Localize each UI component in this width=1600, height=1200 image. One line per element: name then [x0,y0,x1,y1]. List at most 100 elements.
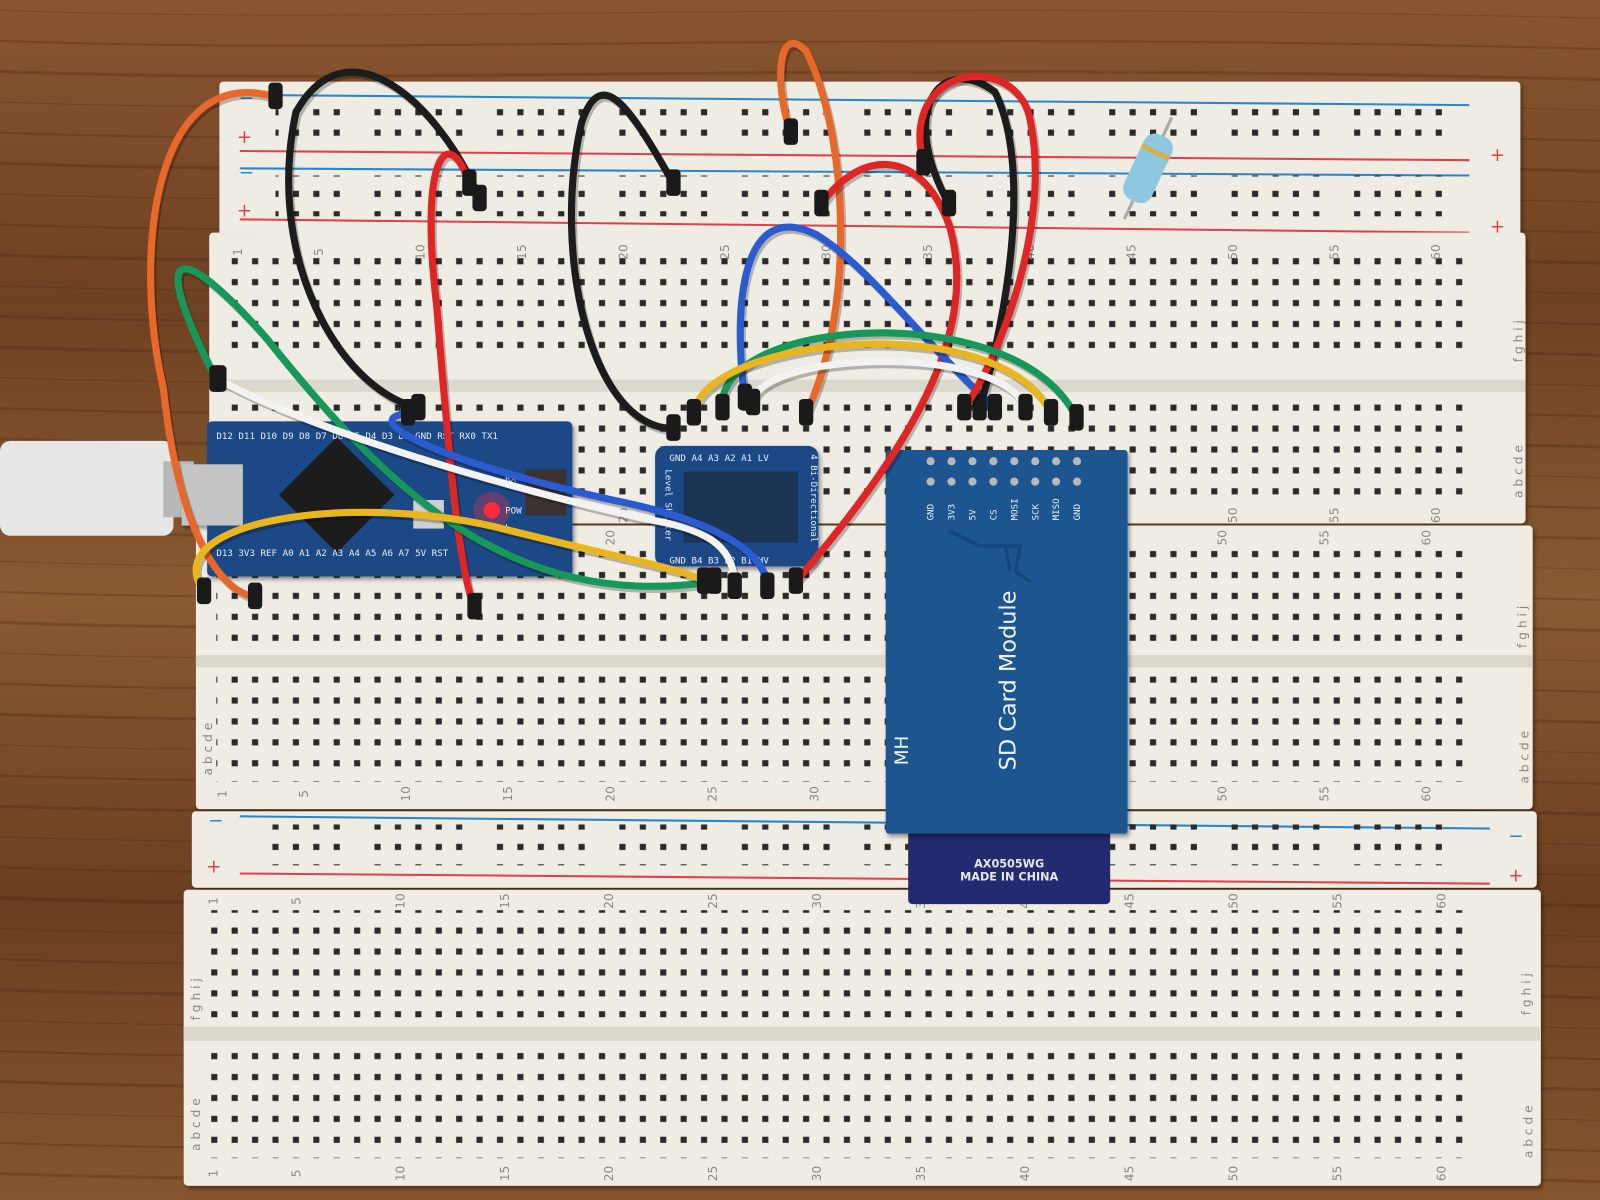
column-number: 5 [312,248,326,256]
wood-grain-line [0,69,1600,82]
sd-pin-label: MOSI [1009,498,1020,520]
column-number: 60 [1429,508,1443,524]
column-number: 60 [1435,1166,1449,1182]
column-number: 35 [914,1166,928,1182]
white-jumper-wire[interactable] [215,376,739,591]
wire-connector[interactable] [268,82,283,110]
black-jumper-wire[interactable] [568,91,678,433]
column-number: 5 [290,897,304,905]
row-letters: a b c d e [189,1098,203,1151]
column-number: 50 [1216,786,1230,802]
wire-connector[interactable] [666,169,681,196]
wire-connector[interactable] [696,567,712,594]
sd-pin-label: MISO [1051,498,1062,520]
wire-connector[interactable] [727,572,742,599]
red-jumper-wire[interactable] [427,150,479,611]
yellow-jumper-wire[interactable] [690,340,1055,417]
sd-module-brand: MH [892,736,913,766]
header-pin [989,477,998,486]
sd-pin-label: 5V [968,509,979,521]
wire-connector[interactable] [247,582,263,610]
column-number: 40 [1018,1166,1032,1182]
column-number: 60 [1429,244,1443,260]
column-number: 15 [498,1166,512,1182]
wire-connector[interactable] [788,567,804,594]
column-number: 60 [1420,530,1434,546]
rail-plus-label: + [1508,866,1523,887]
wire-connector[interactable] [462,169,477,196]
sd-pin-label: GND [926,504,937,521]
wood-grain-line [0,39,1600,50]
led-label-pow: POW [505,505,522,516]
card-label-1: AX0505WG [974,857,1044,870]
wire-connector[interactable] [212,365,227,392]
header-pin [968,477,977,486]
wire-connector[interactable] [1018,393,1033,421]
column-number: 5 [297,790,311,798]
column-number: 15 [501,786,515,802]
column-number: 1 [216,790,230,798]
wire-connector[interactable] [798,398,814,426]
column-number: 50 [1226,893,1240,909]
column-number: 35 [921,244,935,260]
column-number: 20 [602,893,616,909]
yellow-jumper-wire[interactable] [192,508,708,596]
orange-jumper-wire[interactable] [777,40,845,417]
rail-plus-label: + [237,127,252,148]
wire-connector[interactable] [760,572,775,599]
wire-connector[interactable] [814,189,829,217]
column-number: 10 [414,244,428,260]
row-letters: a b c d e [1518,731,1532,784]
wire-connector[interactable] [467,592,482,620]
wire-connector[interactable] [666,414,681,441]
column-number: 60 [1420,786,1434,802]
wire-connector[interactable] [686,398,702,426]
rail-plus-label: + [237,200,252,221]
column-number: 25 [706,1166,720,1182]
column-number: 45 [1124,244,1138,260]
black-jumper-wire[interactable] [922,75,1018,412]
shifter-subtitle: Level Shifter [662,469,673,541]
wire-connector[interactable] [972,393,987,421]
column-number: 15 [498,893,512,909]
green-jumper-wire[interactable] [174,265,718,590]
rail-plus-label: + [1490,217,1505,238]
wire-connector[interactable] [715,393,730,421]
rail-plus-label: + [1490,145,1505,166]
wire-connector[interactable] [957,393,972,421]
power-rail-middle [191,811,1537,888]
column-number: 50 [1216,530,1230,546]
wire-connector[interactable] [783,118,798,145]
blue-jumper-wire[interactable] [388,409,771,591]
column-number: 60 [1435,893,1449,909]
wire-connector[interactable] [987,393,1003,421]
red-jumper-wire[interactable] [792,160,961,586]
header-pin [1072,457,1082,466]
column-number: 1 [206,1170,220,1178]
column-number: 30 [810,1166,824,1182]
orange-jumper-wire[interactable] [147,89,280,601]
wire-connector[interactable] [941,189,957,217]
header-pin [947,477,956,486]
wood-grain-line [0,9,1600,19]
wire-connector[interactable] [196,577,212,605]
white-jumper-wire[interactable] [749,358,1030,412]
column-number: 10 [394,893,408,909]
column-number: 1 [206,897,220,905]
black-jumper-wire[interactable] [285,68,484,412]
shifter-top-pins: GND A4 A3 A2 A1 LV [669,453,769,464]
sd-card: AX0505WG MADE IN CHINA [908,824,1111,905]
column-number: 20 [602,1166,616,1182]
wire-connector[interactable] [1043,398,1059,426]
red-jumper-wire[interactable] [916,72,1039,412]
rail-plus-label: + [206,856,221,877]
column-number: 30 [807,786,821,802]
column-number: 15 [515,244,529,260]
wire-connector[interactable] [401,398,416,426]
wire-connector[interactable] [745,388,761,416]
header-pin [968,457,977,466]
wire-connector[interactable] [1069,404,1084,431]
resistor [1122,116,1174,220]
wire-connector[interactable] [916,148,931,176]
